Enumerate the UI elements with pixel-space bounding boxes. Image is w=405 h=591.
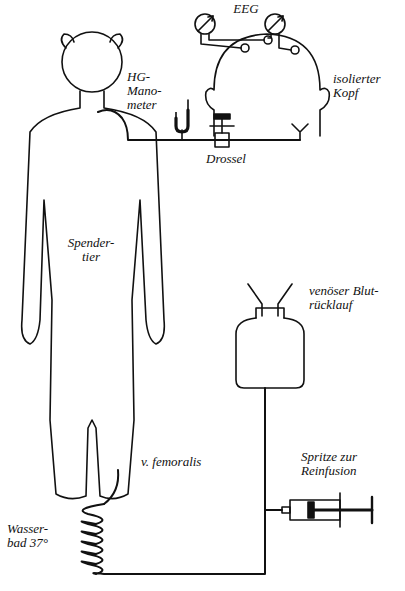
- drawing-stroke: [278, 16, 283, 21]
- drawing-label: EEG: [225, 2, 267, 16]
- drawing-label: v. femoralis: [140, 455, 222, 469]
- venous-bottle: [236, 284, 304, 510]
- isolated-head: [206, 34, 330, 140]
- drawing-stroke: [268, 16, 283, 31]
- mercury-column: [176, 110, 188, 132]
- drawing-stroke: [110, 34, 123, 48]
- drawing-stroke: [248, 284, 292, 316]
- drawing-stroke: [236, 318, 304, 388]
- drawing-stroke: [98, 110, 300, 140]
- drawing-stroke: [215, 133, 229, 147]
- drawing-stroke: [62, 32, 122, 92]
- drawing-label: venöser Blut- rücklauf: [308, 284, 402, 312]
- drawing-stroke: [214, 114, 230, 119]
- drawing-label: HG-Mano- meter: [126, 70, 180, 112]
- drawing-stroke: [264, 36, 272, 44]
- drawing-stroke: [206, 34, 330, 136]
- drawing-label: Drossel: [197, 152, 255, 166]
- throttle-clamp: [210, 114, 234, 147]
- drawing-label: Spender- tier: [62, 236, 120, 264]
- drawing-stroke: [82, 504, 265, 574]
- drawing-stroke: [314, 509, 372, 512]
- drawing-stroke: [241, 44, 249, 52]
- drawing-stroke: [282, 507, 290, 513]
- drawing-stroke: [208, 16, 213, 21]
- drawing-stroke: [201, 34, 241, 48]
- drawing-stroke: [265, 14, 285, 34]
- drawing-label: isolierter Kopf: [332, 72, 402, 100]
- drawing-stroke: [292, 124, 308, 140]
- drawing-stroke: [371, 497, 373, 523]
- drawing-stroke: [22, 91, 165, 499]
- drawing-label: Wasser- bad 37°: [6, 522, 62, 550]
- femoral-line: [82, 470, 265, 574]
- drawing-stroke: [265, 388, 282, 510]
- drawing-stroke: [198, 16, 213, 31]
- drawing-stroke: [104, 470, 118, 504]
- drawing-stroke: [256, 308, 284, 318]
- drawing-stroke: [61, 34, 74, 48]
- drawing-stroke: [195, 14, 215, 34]
- reinfusion-syringe: [282, 493, 372, 527]
- drawing-stroke: [291, 46, 299, 54]
- drawing-stroke: [210, 125, 234, 127]
- drawing-label: Spritze zur Reinfusion: [300, 450, 402, 478]
